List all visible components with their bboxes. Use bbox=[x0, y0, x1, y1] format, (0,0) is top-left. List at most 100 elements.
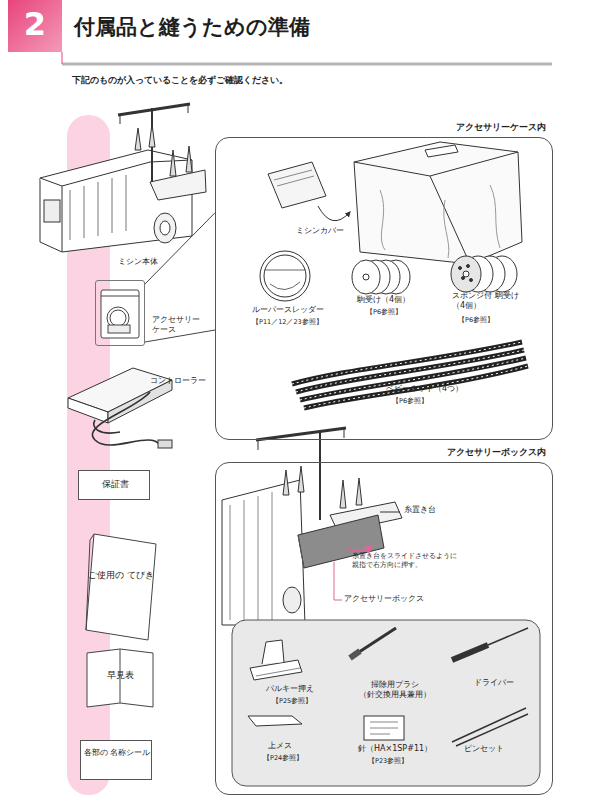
cover-illustration-part bbox=[354, 142, 522, 264]
tools-illustration-part bbox=[356, 628, 396, 654]
callout-connector bbox=[145, 213, 215, 284]
sponge-caps-illustration-part bbox=[467, 265, 470, 268]
accessory-case-thumbnail-part bbox=[101, 296, 139, 297]
item-box: アクセサリー ケース bbox=[95, 280, 145, 346]
leader-lines-part bbox=[380, 512, 400, 513]
title-bar-part bbox=[62, 52, 63, 64]
serger-illustration-part bbox=[44, 200, 60, 222]
controller-illustration-part bbox=[108, 380, 172, 423]
page-reference: 【P6参照】 bbox=[366, 308, 402, 316]
threader-illustration-part bbox=[260, 251, 310, 301]
serger-illustration bbox=[40, 104, 206, 252]
page-reference: 【P25参照】 bbox=[272, 697, 312, 705]
cover-illustration-part bbox=[274, 170, 314, 186]
item-name: 各部の 名称シール bbox=[81, 748, 153, 758]
serger-partial-illustration-part bbox=[298, 535, 304, 568]
serger-partial-illustration-part bbox=[283, 466, 362, 508]
threader-illustration bbox=[260, 251, 310, 301]
page-reference: 【P6参照】 bbox=[458, 316, 494, 324]
part-name: 駒受け（4個） bbox=[357, 295, 410, 305]
instruction-note: 下記のものが入っていることを必ずご確認ください。 bbox=[72, 75, 288, 87]
page-reference: 【P24参照】 bbox=[263, 754, 303, 762]
page-reference: 【P11／12／23参照】 bbox=[252, 318, 323, 326]
folded-sheet-outline bbox=[87, 649, 153, 707]
tools-illustration bbox=[248, 628, 528, 746]
part-name: スポンジ付 駒受け（4個） bbox=[452, 291, 524, 312]
tools-illustration-part bbox=[364, 716, 404, 740]
part-name: ミシン本体 bbox=[118, 257, 158, 267]
serger-illustration-part bbox=[120, 104, 188, 124]
tool-tray bbox=[232, 620, 540, 786]
part-name: コントローラー bbox=[150, 376, 206, 386]
item-name: 保証書 bbox=[79, 479, 151, 490]
sponge-caps-illustration bbox=[451, 256, 517, 292]
tools-illustration-part bbox=[488, 628, 528, 645]
serger-illustration-part bbox=[40, 178, 62, 252]
item-box: 保証書 bbox=[78, 470, 150, 500]
serger-illustration-part bbox=[154, 213, 176, 243]
tools-illustration-part bbox=[250, 660, 302, 680]
serger-illustration-part bbox=[150, 170, 206, 200]
spool-caps-illustration-part bbox=[363, 274, 369, 280]
box-heading: アクセサリーボックス内 bbox=[447, 447, 546, 459]
part-name: ベビーネット（4つ） bbox=[386, 384, 463, 394]
item-name: アクセサリー ケース bbox=[152, 315, 222, 336]
item-box: 各部の 名称シール bbox=[80, 740, 152, 780]
box-heading: アクセサリーケース内 bbox=[456, 122, 546, 134]
cover-illustration-part bbox=[268, 162, 326, 208]
serger-illustration-part bbox=[160, 221, 170, 235]
part-name: パルキー押え bbox=[266, 684, 314, 694]
serger-partial-illustration-part bbox=[298, 515, 384, 568]
part-name: ミシンカバー bbox=[296, 226, 344, 236]
threader-illustration-part bbox=[264, 255, 306, 297]
tool-tray-part bbox=[232, 620, 540, 786]
tools-illustration-part bbox=[256, 668, 300, 676]
serger-partial-illustration-part bbox=[256, 428, 346, 440]
serger-illustration-part bbox=[135, 124, 192, 176]
controller-illustration-part bbox=[94, 420, 120, 433]
tools-illustration-part bbox=[248, 716, 302, 726]
serger-partial-illustration-part bbox=[258, 428, 344, 450]
part-name: ドライバー bbox=[474, 678, 514, 688]
cover-illustration-part bbox=[354, 152, 518, 264]
page-reference: 【P6参照】 bbox=[392, 397, 428, 405]
cover-illustration bbox=[268, 142, 522, 264]
page-reference: 【P23参照】 bbox=[368, 757, 408, 765]
node-outline bbox=[84, 532, 158, 642]
serger-partial-illustration-part bbox=[319, 432, 321, 520]
cover-illustration-part bbox=[425, 145, 458, 157]
item-name: 早見表 bbox=[86, 670, 154, 681]
accessory-case-thumbnail-part bbox=[108, 325, 130, 333]
sponge-caps-illustration-part bbox=[459, 267, 462, 270]
instruction-note: 糸置き台をスライドさせるように 親指で右方向に押す。 bbox=[352, 552, 482, 570]
accessory-case-thumbnail-part bbox=[101, 290, 139, 338]
tools-illustration-part bbox=[452, 645, 488, 660]
serger-illustration-part bbox=[118, 104, 190, 115]
item-name: ご使用の てびき bbox=[88, 570, 154, 581]
accessory-case-thumbnail bbox=[101, 290, 139, 338]
title-bar-part bbox=[62, 63, 552, 66]
controller-illustration-part bbox=[68, 398, 108, 423]
controller-illustration-part bbox=[158, 440, 172, 448]
sponge-caps-illustration-part bbox=[462, 277, 465, 280]
baby-net-illustration-part bbox=[304, 366, 528, 408]
tools-illustration-part bbox=[452, 708, 528, 746]
baby-net-illustration-part bbox=[300, 358, 526, 400]
booklet-outline bbox=[86, 534, 156, 640]
title-bar bbox=[8, 0, 552, 64]
baby-net-illustration-part bbox=[292, 342, 528, 408]
sponge-caps-illustration-part bbox=[470, 279, 473, 282]
serger-partial-illustration-part bbox=[230, 492, 272, 620]
section-number: 2 bbox=[8, 4, 62, 46]
spool-caps-illustration bbox=[352, 260, 410, 294]
threader-illustration-part bbox=[270, 282, 300, 290]
part-name: 針（HA×1SP#11） bbox=[358, 744, 432, 754]
leader-lines-part bbox=[348, 546, 372, 551]
cover-illustration-part bbox=[380, 185, 500, 258]
title-bar-part bbox=[8, 0, 62, 52]
leader-lines-part bbox=[334, 562, 342, 600]
serger-partial-illustration-part bbox=[283, 587, 301, 613]
sponge-caps-illustration-part bbox=[451, 256, 481, 292]
